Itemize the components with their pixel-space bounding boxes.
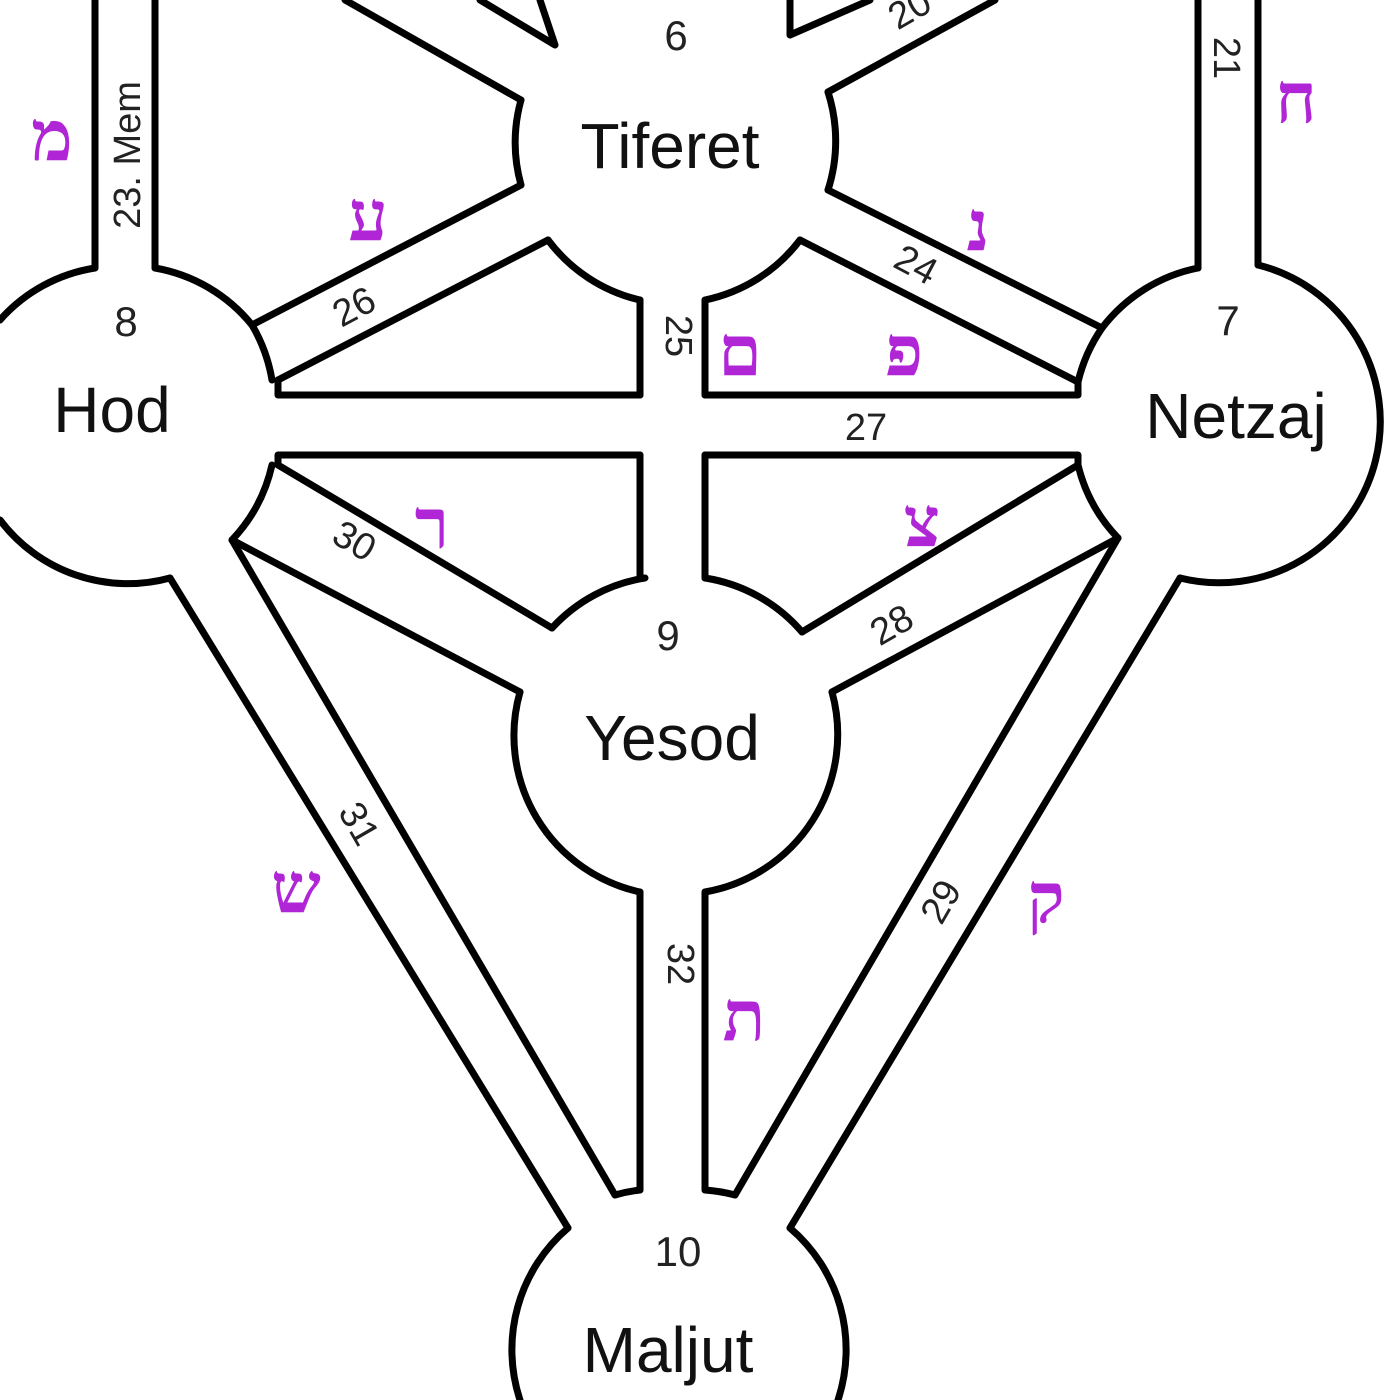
path-25-channel <box>636 296 709 582</box>
path-23-number: 23. Mem <box>107 81 149 229</box>
hebrew-letters: מ ח ע נ ם פ ר צ ש ק ת <box>31 56 1316 1057</box>
path-31-number: 31 <box>330 795 388 853</box>
path-upper-left-channel <box>341 0 559 104</box>
path-26-channel <box>248 181 552 384</box>
letter-tav: ת <box>723 974 766 1057</box>
hod-outline <box>0 264 276 588</box>
maljut-number: 10 <box>655 1228 702 1275</box>
hod-name: Hod <box>53 374 170 446</box>
letter-chet: ח <box>1275 56 1316 139</box>
letter-qof: ק <box>1027 856 1064 939</box>
letter-resh: ר <box>415 482 449 565</box>
letter-mem: מ <box>31 94 73 177</box>
letter-nun: נ <box>967 184 990 267</box>
letter-shin: ש <box>271 846 321 929</box>
path-28-channel <box>798 461 1122 696</box>
path-27-channel <box>274 376 1082 469</box>
yesod-name: Yesod <box>584 702 760 774</box>
path-30-channel <box>228 461 556 696</box>
tiferet-outline <box>511 88 840 304</box>
maljut-outline <box>508 1186 850 1400</box>
letter-ayin: ע <box>348 174 388 257</box>
tiferet-number: 6 <box>664 12 687 59</box>
netzaj-name: Netzaj <box>1145 380 1326 452</box>
path-23-channel <box>91 0 159 272</box>
letter-pe: פ <box>885 309 923 392</box>
netzaj-number: 7 <box>1216 297 1239 344</box>
path-21-channel <box>1194 0 1262 272</box>
yesod-number: 9 <box>656 612 679 659</box>
path-32-number: 32 <box>659 943 701 985</box>
netzaj-outline <box>1074 261 1384 587</box>
path-31-channel <box>166 536 619 1232</box>
path-25-number: 25 <box>657 315 699 357</box>
yesod-outline <box>510 574 842 896</box>
path-21-number: 21 <box>1205 37 1247 79</box>
maljut-name: Maljut <box>583 1314 754 1386</box>
path-29-channel <box>731 534 1184 1232</box>
path-24-channel <box>796 186 1106 386</box>
hod-number: 8 <box>114 298 137 345</box>
tiferet-name: Tiferet <box>581 110 760 182</box>
path-20-channel <box>786 0 999 96</box>
letter-tsadi: צ <box>904 480 941 563</box>
letter-final-mem: ם <box>718 309 762 392</box>
path-32-channel <box>636 888 709 1194</box>
path-27-number: 27 <box>845 407 887 449</box>
